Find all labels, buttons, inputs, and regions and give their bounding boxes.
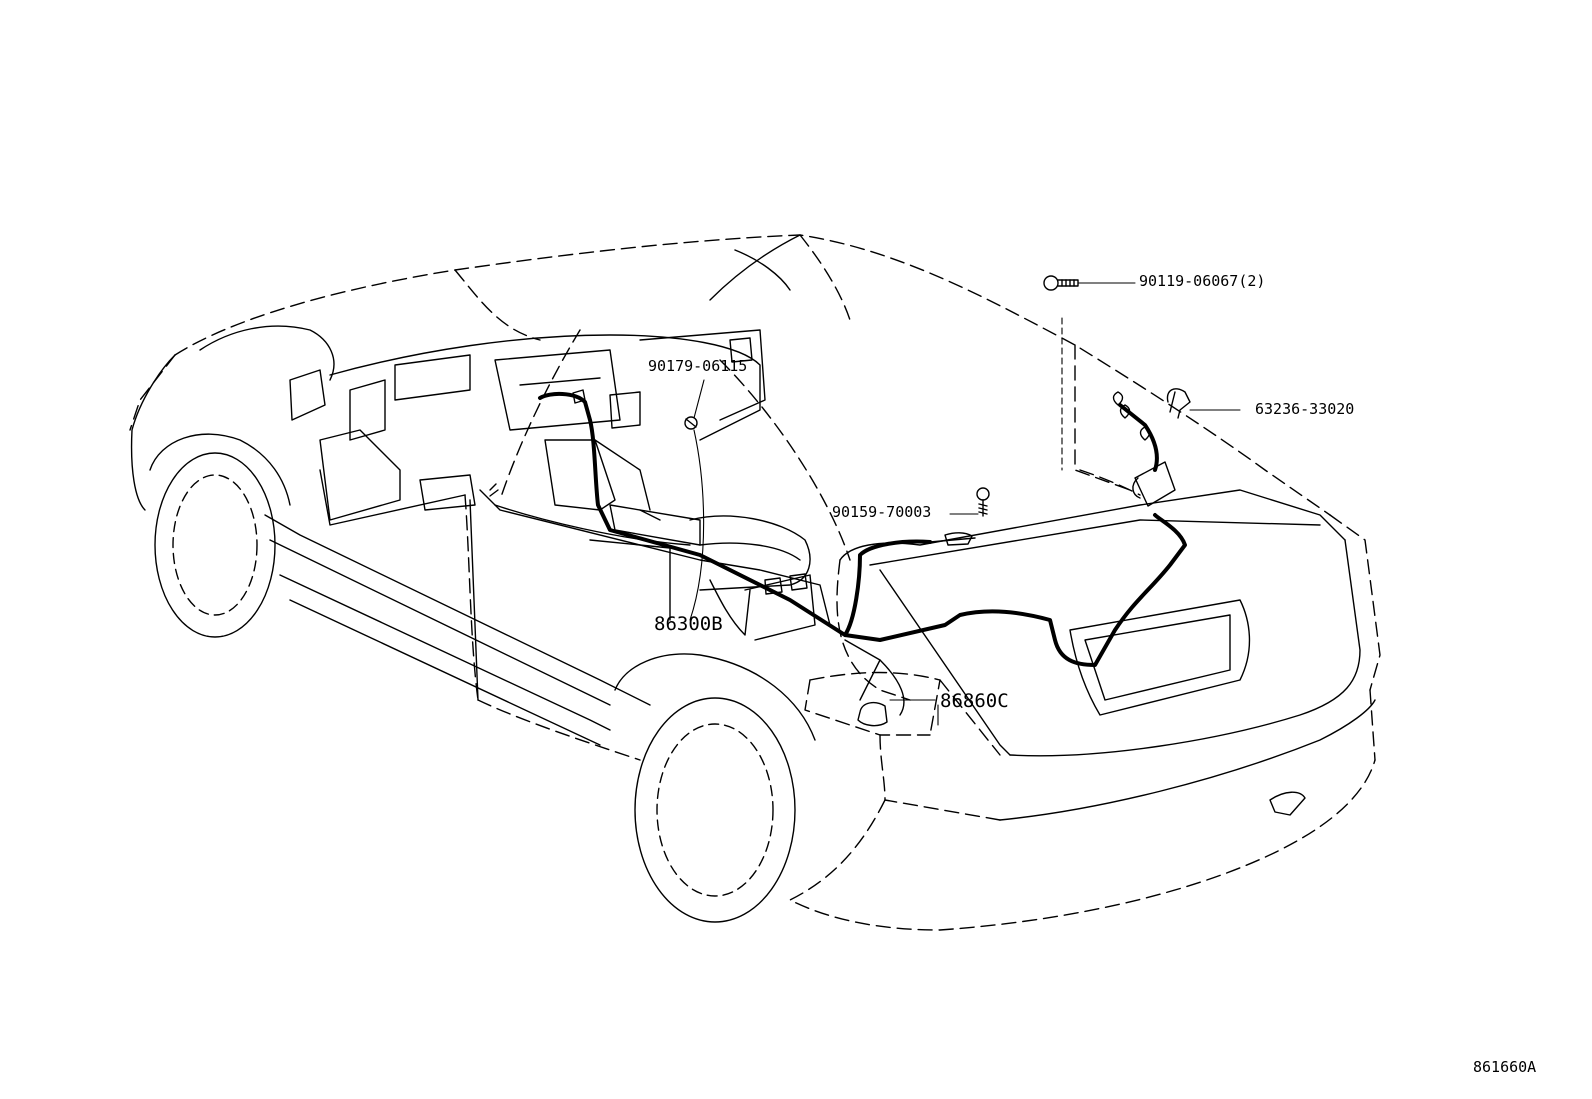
- screw-part: [976, 487, 990, 517]
- lead-wires: [844, 537, 976, 716]
- drawing-reference-code: 861660A: [1473, 1058, 1537, 1076]
- antenna-harness: [538, 391, 1187, 667]
- small-fittings: [489, 389, 1151, 497]
- callout-bracket: 63236-33020: [1255, 400, 1355, 418]
- leader-lines: [689, 282, 1241, 726]
- bracket-part: [1166, 388, 1191, 419]
- clamp-part: [684, 416, 698, 430]
- callout-screw: 90159-70003: [832, 503, 932, 521]
- callout-bolt: 90119-06067(2): [1139, 272, 1266, 290]
- bolt-part: [1043, 275, 1079, 291]
- callout-amplifier: 86300B: [654, 613, 723, 635]
- cord-connector: [857, 532, 973, 727]
- amplifier-unit: [1132, 461, 1176, 507]
- callout-clamp: 90179-06115: [648, 357, 748, 375]
- body-outline: [130, 234, 1376, 923]
- callout-cord: 86860C: [940, 690, 1009, 712]
